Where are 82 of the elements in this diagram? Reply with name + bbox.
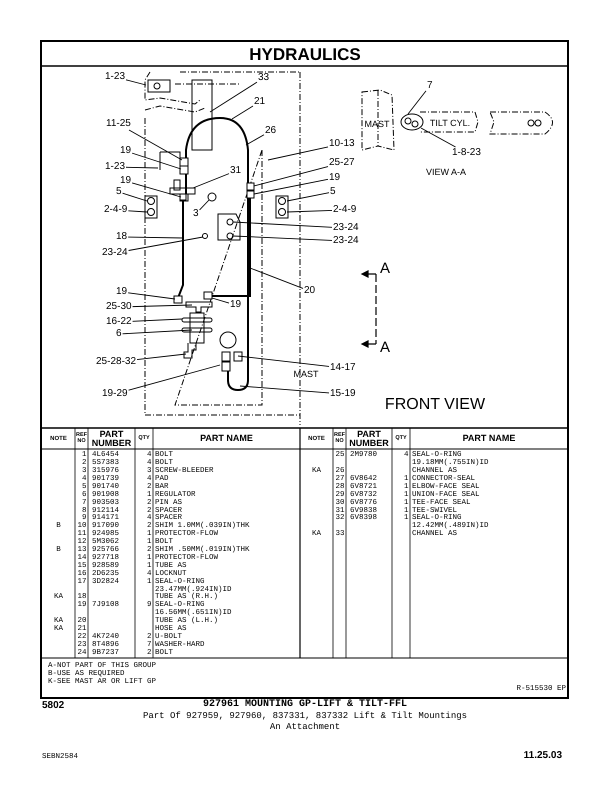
- leader-line: [408, 90, 426, 114]
- leader-line: [128, 364, 220, 391]
- section-letter: A: [380, 260, 390, 276]
- callout-number: 19: [116, 287, 128, 297]
- callout-number: 25-30: [106, 302, 132, 312]
- leader-line: [122, 192, 148, 202]
- leader-line: [122, 330, 192, 334]
- date-code: 11.25.03: [524, 751, 562, 761]
- column-header: PART NAME: [200, 434, 253, 443]
- callout-number: 11-25: [106, 119, 131, 129]
- leader-line: [126, 79, 146, 86]
- callout-number: 18: [116, 232, 128, 242]
- subtitle: Part Of 927959, 927960, 837331, 837332 Lift & Tilt Mountings: [142, 712, 468, 720]
- leader-line: [126, 166, 158, 168]
- leader-line: [268, 146, 328, 160]
- part-label: TILT CYL.: [430, 118, 470, 128]
- callout-number: 23-24: [333, 236, 359, 246]
- callout-number: 5: [116, 187, 122, 197]
- leader-line: [254, 166, 328, 186]
- group-title: 927961 MOUNTING GP-LIFT & TILT-FFL: [202, 700, 408, 710]
- page-number: 5802: [42, 701, 64, 711]
- leader-line: [420, 128, 456, 148]
- part-label: MAST: [364, 120, 390, 128]
- leader-line: [128, 236, 204, 251]
- leader-line: [132, 304, 192, 308]
- column-header: PART NUMBER: [90, 430, 132, 448]
- leader-line: [192, 173, 230, 188]
- callout-number: 26: [265, 126, 276, 136]
- page-title: HYDRAULICS: [249, 46, 361, 62]
- callout-number: 6: [116, 329, 122, 339]
- leader-line: [240, 386, 330, 394]
- callout-number: 5: [330, 187, 336, 197]
- callout-number: 25-27: [329, 158, 355, 168]
- callout-number: 33: [258, 73, 270, 83]
- leader-line: [199, 200, 210, 210]
- callout-number: 3: [193, 209, 199, 219]
- section-letter: A: [380, 340, 390, 354]
- leader-line: [132, 152, 182, 170]
- leader-line: [128, 130, 182, 160]
- leader-line: [250, 268, 304, 289]
- view-title: FRONT VIEW: [384, 397, 486, 413]
- callout-number: 2-4-9: [104, 205, 128, 215]
- callout-number: 1-23: [105, 162, 126, 172]
- callout-number: 19: [120, 146, 132, 156]
- leader-line: [136, 354, 186, 360]
- leader-line: [210, 82, 258, 112]
- column-header: PART NAME: [462, 434, 516, 443]
- callout-number: 23-24: [333, 223, 359, 233]
- callout-number: 19: [230, 300, 242, 310]
- callout-number: 20: [304, 286, 316, 296]
- leader-line: [232, 236, 332, 241]
- leader-line: [232, 106, 254, 120]
- callout-number: 14-17: [330, 363, 356, 373]
- callout-number: 21: [254, 97, 266, 107]
- callout-number: 19: [329, 173, 340, 183]
- leader-line: [238, 356, 330, 367]
- column-header: PART NUMBER: [348, 430, 390, 448]
- callout-number: 16-22: [106, 317, 132, 327]
- callout-number: 19-29: [102, 389, 128, 399]
- leader-line: [246, 134, 264, 146]
- callout-number: 1-23: [105, 72, 126, 82]
- callout-number: 23-24: [102, 248, 128, 258]
- leader-line: [232, 222, 332, 228]
- leader-line: [286, 210, 332, 212]
- leader-line: [286, 192, 330, 202]
- callout-number: 10-13: [329, 139, 355, 149]
- callout-number: 25-28-32: [96, 357, 136, 367]
- leader-line: [254, 178, 328, 194]
- leader-line: [132, 318, 182, 322]
- leader-line: [128, 210, 148, 212]
- subtitle: An Attachment: [270, 722, 340, 732]
- callout-number: 31: [230, 166, 242, 176]
- leader-line: [212, 298, 230, 304]
- callout-number: 19: [120, 176, 132, 186]
- callout-number: 15-19: [330, 389, 356, 399]
- leader-line: [132, 182, 182, 198]
- callout-number: 2-4-9: [333, 205, 356, 215]
- leader-line: [128, 236, 184, 238]
- leader-line: [128, 292, 176, 300]
- view-title: VIEW A-A: [426, 168, 466, 176]
- callout-number: 1-8-23: [452, 148, 481, 158]
- callout-number: 7: [427, 81, 433, 91]
